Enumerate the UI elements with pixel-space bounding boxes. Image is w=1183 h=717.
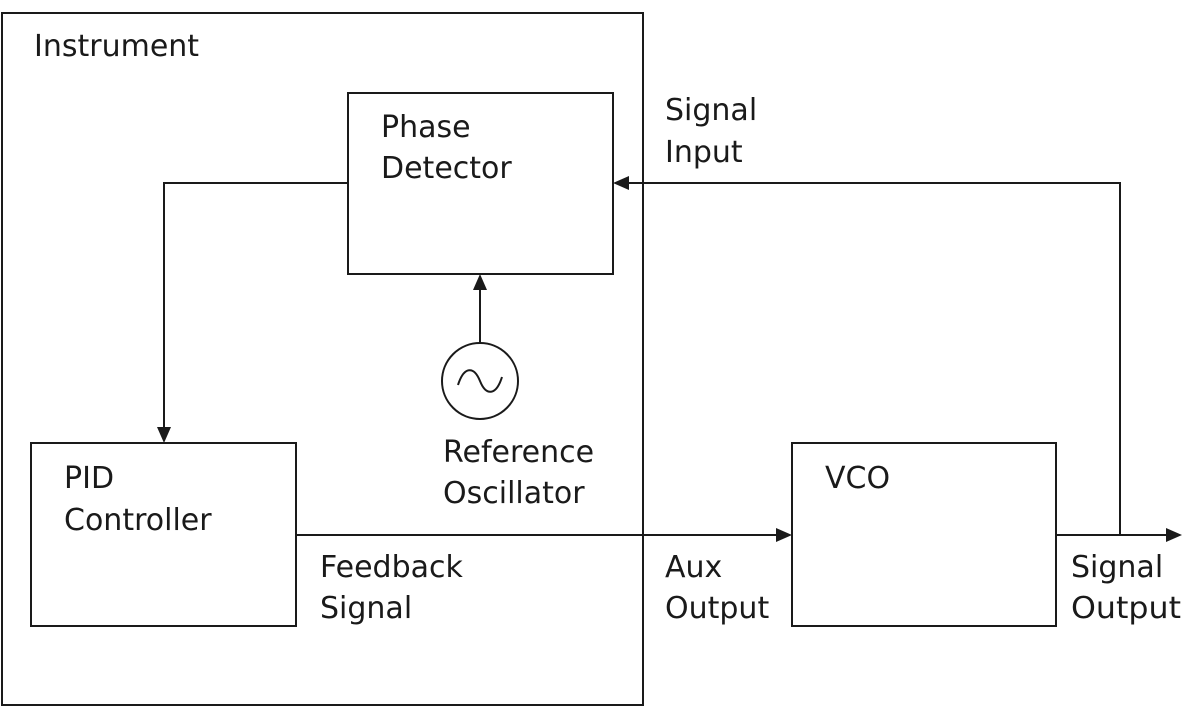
signal-output-label-line2: Output xyxy=(1071,591,1181,626)
reference-oscillator-label-line1: Reference xyxy=(443,435,594,470)
pid-controller-label-line1: PID xyxy=(64,461,114,496)
vco-label: VCO xyxy=(825,461,890,496)
signal-output-arrow xyxy=(1166,528,1182,542)
signal-input-label-line2: Input xyxy=(665,135,743,170)
detector-to-pid-arrow xyxy=(157,427,171,443)
feedback-signal-label-line2: Signal xyxy=(320,591,412,626)
sine-wave-icon xyxy=(457,369,503,393)
feedback-arrow xyxy=(776,528,792,542)
instrument-label: Instrument xyxy=(34,29,199,64)
pid-controller-label-line2: Controller xyxy=(64,503,212,538)
aux-output-label-line2: Output xyxy=(665,591,769,626)
aux-output-label-line1: Aux xyxy=(665,550,722,585)
signal-input-label-line1: Signal xyxy=(665,93,757,128)
signal-output-label-line1: Signal xyxy=(1071,550,1163,585)
feedback-signal-label-line1: Feedback xyxy=(320,550,463,585)
signal-input-line xyxy=(628,182,1121,535)
instrument-box xyxy=(1,12,644,706)
phase-detector-label-line2: Detector xyxy=(381,151,512,186)
signal-input-arrow xyxy=(613,176,629,190)
phase-detector-label-line1: Phase xyxy=(381,110,471,145)
detector-to-pid-line xyxy=(163,182,348,428)
oscillator-to-detector-arrow xyxy=(473,274,487,290)
reference-oscillator-label-line2: Oscillator xyxy=(443,476,585,511)
